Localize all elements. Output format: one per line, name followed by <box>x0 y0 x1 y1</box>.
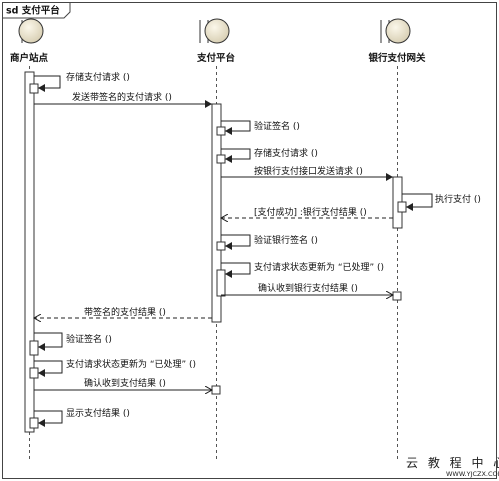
activation-merchant-display <box>29 417 39 429</box>
message-label: 确认收到支付结果 () <box>84 377 166 389</box>
message-arrow <box>34 332 63 351</box>
message-arrow <box>221 148 251 163</box>
message-label: 发送带签名的支付请求 () <box>72 91 172 103</box>
activation-platform-verify <box>216 126 226 136</box>
activation-platform-store <box>216 154 226 164</box>
message-arrow <box>34 360 63 377</box>
message-label: 按银行支付接口发送请求 () <box>254 165 363 177</box>
watermark-title: 云 教 程 中 心 <box>406 455 499 470</box>
activation-bank-exec <box>397 201 407 213</box>
activation-merchant-verify <box>29 340 39 356</box>
message-label: 执行支付 () <box>435 193 481 205</box>
message-label: 支付请求状态更新为 “已处理” () <box>254 261 384 273</box>
message-labels: 存储支付请求 () 发送带签名的支付请求 () 验证签名 () 存储支付请求 (… <box>66 71 481 419</box>
message-arrow <box>221 120 251 135</box>
activations <box>24 71 407 433</box>
frame-label: sd 支付平台 <box>6 5 60 17</box>
message-label: 验证银行签名 () <box>254 234 318 246</box>
activation-merchant-main <box>24 71 35 433</box>
frame-label-tab <box>2 2 71 19</box>
message-arrow <box>34 75 61 92</box>
message-label: [支付成功] :银行支付结果 () <box>254 206 367 218</box>
message-label: 支付请求状态更新为 “已处理” () <box>66 358 196 370</box>
lifeline-name-platform: 支付平台 <box>196 52 236 64</box>
activation-merchant-store <box>29 83 39 94</box>
activation-platform-main <box>211 103 222 323</box>
lifeline-name-merchant: 商户站点 <box>10 52 49 64</box>
activation-platform-bankverify <box>216 241 226 251</box>
message-arrow <box>402 193 433 211</box>
message-label: 验证签名 () <box>254 120 300 132</box>
message-label: 确认收到银行支付结果 () <box>258 282 358 294</box>
boundary-icon <box>204 18 230 44</box>
message-label: 显示支付结果 () <box>66 407 130 419</box>
message-arrow <box>221 262 251 278</box>
messages <box>34 75 433 427</box>
message-label: 带签名的支付结果 () <box>84 306 166 318</box>
message-label: 存储支付请求 () <box>254 147 318 159</box>
message-label: 验证签名 () <box>66 333 112 345</box>
activation-merchant-update <box>29 367 39 379</box>
watermark: 云 教 程 中 心 WWW.YJCZX.COM <box>406 455 499 478</box>
activation-platform-ack <box>211 385 221 395</box>
lifeline-name-bank: 银行支付网关 <box>368 52 426 64</box>
boundary-icon <box>18 18 44 44</box>
watermark-subtitle: WWW.YJCZX.COM <box>446 470 499 478</box>
activation-bank-ack <box>392 291 402 301</box>
message-arrow <box>34 410 63 427</box>
activation-platform-update <box>216 269 226 297</box>
message-label: 存储支付请求 () <box>66 71 130 83</box>
message-arrow <box>221 234 251 250</box>
lifeline-bank: 银行支付网关 <box>368 18 426 462</box>
boundary-icon <box>385 18 411 44</box>
